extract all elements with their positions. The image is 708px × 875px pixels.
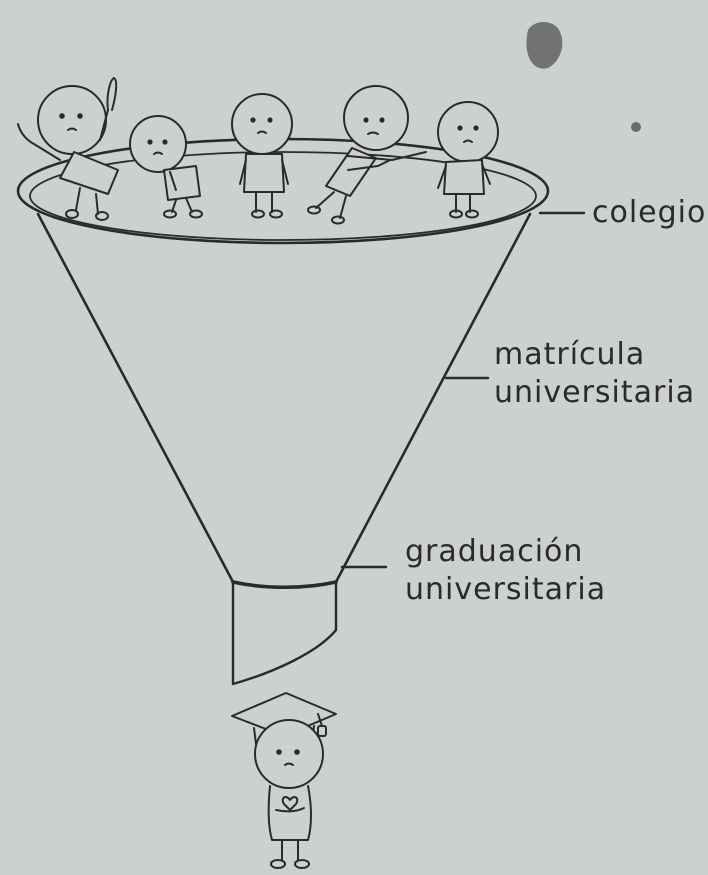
label-matricula-universitaria: matrícula universitaria [494, 336, 695, 412]
label-graduacion-line2: universitaria [405, 572, 607, 607]
funnel [16, 137, 550, 686]
child-figure [437, 101, 499, 219]
label-matricula-line1: matrícula [494, 337, 646, 372]
label-graduacion-line1: graduación [405, 534, 584, 569]
child-figure [231, 93, 293, 219]
label-colegio-text: colegio [592, 195, 707, 230]
heart-icon [281, 796, 299, 811]
ink-dot [631, 122, 641, 132]
label-matricula-line2: universitaria [494, 375, 696, 410]
label-colegio: colegio [592, 194, 706, 232]
child-figure [129, 115, 203, 219]
ink-smudge [526, 21, 563, 69]
child-figure [17, 77, 119, 221]
child-figure [307, 85, 427, 225]
graduate-figure [231, 692, 337, 869]
label-graduacion-universitaria: graduación universitaria [405, 533, 606, 609]
